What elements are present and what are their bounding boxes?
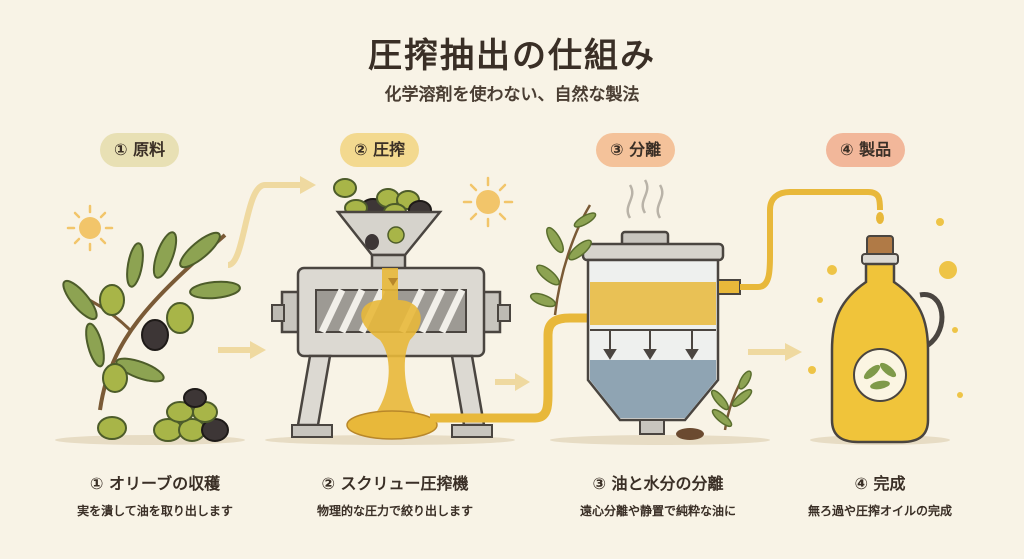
oil-pipe: [430, 313, 590, 423]
oil-drop-icon: [876, 212, 884, 224]
olive-branch-icon: [62, 231, 241, 411]
caption-title: ③ 油と水分の分離: [592, 474, 724, 493]
caption-title: ① オリーブの収穫: [89, 474, 221, 493]
leaf-sprig-icon: [529, 204, 597, 316]
flow-arrow-head: [250, 341, 266, 359]
caption-step-3: ③ 油と水分の分離 遠心分離や静置で純粋な油に: [548, 470, 768, 519]
caption-step-2: ② スクリュー圧搾機 物理的な圧力で絞り出します: [290, 470, 500, 519]
oil-pipe: [740, 189, 883, 290]
caption-desc: 実を潰して油を取り出します: [77, 504, 233, 518]
olive-oil-bottle-icon: [830, 235, 945, 444]
flow-arrow-head: [515, 373, 530, 391]
step-badge-raw-material: ① 原料: [100, 133, 180, 167]
flow-arrow-head: [300, 176, 316, 194]
step-badge-product: ④ 製品: [826, 133, 906, 167]
caption-desc: 遠心分離や静置で純粋な油に: [579, 504, 736, 518]
oil-drop-icon: [808, 218, 963, 398]
olive-pile-icon: [97, 388, 229, 442]
page-title: 圧搾抽出の仕組み: [368, 36, 656, 76]
flow-arrow-head: [785, 343, 802, 361]
page-subtitle: 化学溶剤を使わない、自然な製法: [384, 85, 640, 105]
ground-shadow-3: [550, 435, 770, 445]
step-badge-pressing: ② 圧搾: [340, 133, 420, 167]
leaf-sprig-icon: [710, 370, 753, 431]
step-badge-separation: ③ 分離: [596, 133, 676, 167]
sun-icon: [66, 204, 114, 252]
caption-desc: 無ろ過や圧搾オイルの完成: [807, 504, 952, 518]
caption-title: ② スクリュー圧搾機: [321, 474, 469, 493]
caption-step-4: ④ 完成 無ろ過や圧搾オイルの完成: [780, 470, 980, 519]
caption-desc: 物理的な圧力で絞り出します: [316, 504, 473, 518]
separator-tank-icon: [581, 230, 741, 440]
sun-icon: [462, 176, 514, 228]
caption-title: ④ 完成: [854, 474, 906, 493]
flow-arrow-up: [226, 182, 300, 268]
caption-step-1: ① オリーブの収穫 実を潰して油を取り出します: [50, 470, 260, 519]
steam-icon: [626, 179, 664, 219]
screw-press-icon: [271, 178, 511, 440]
